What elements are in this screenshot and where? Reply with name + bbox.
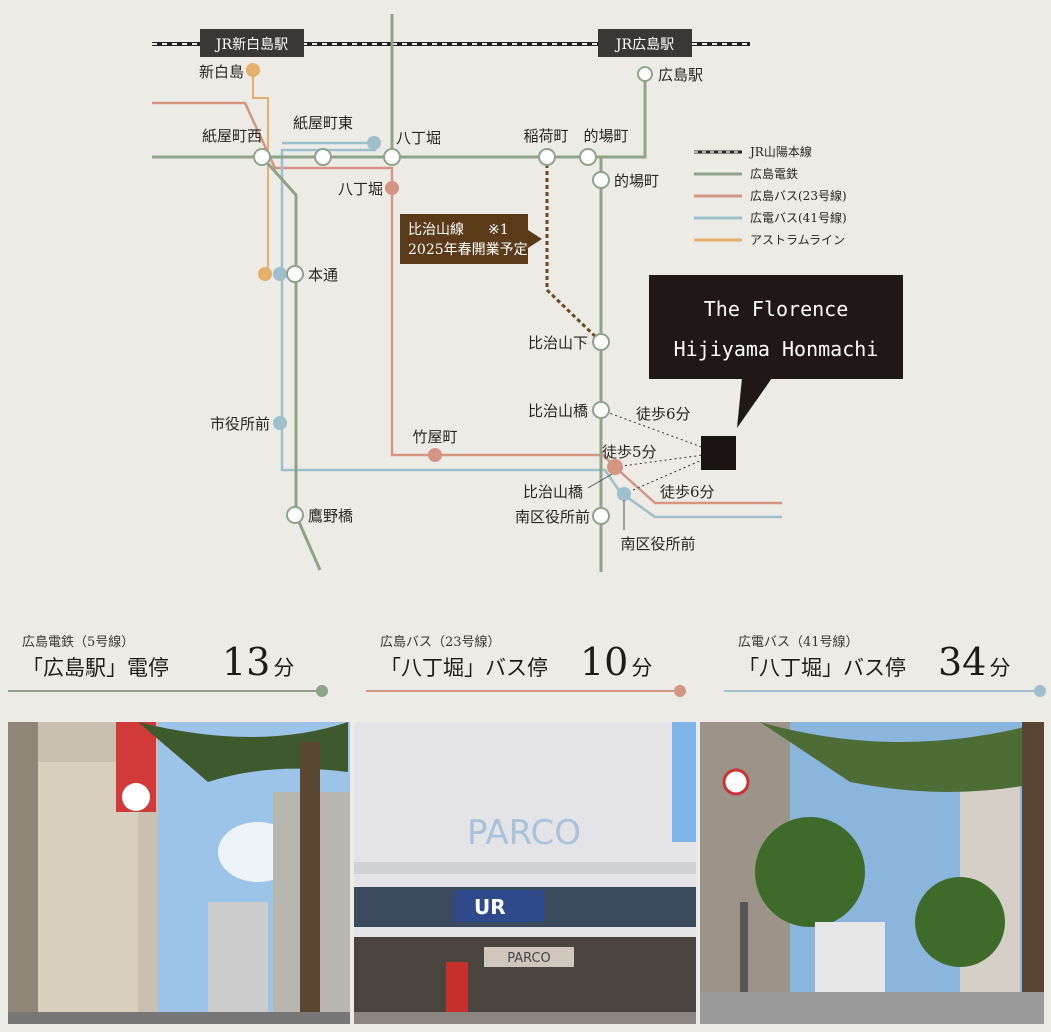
legend: JR山陽本線 広島電鉄 広島バス(23号線) 広電バス(41号線) アストラムラ…	[694, 144, 847, 247]
stat-tram-line: 広島電鉄（5号線）	[22, 635, 135, 650]
label-matobacho-2: 的場町	[614, 172, 659, 190]
stat-bus23-line: 広島バス（23号線）	[380, 635, 501, 650]
legend-jr: JR山陽本線	[748, 144, 812, 159]
label-hondori: 本通	[308, 266, 338, 284]
photo-parco-sign: PARCO	[467, 813, 581, 853]
route-map: JR新白島駅 JR広島駅 新白島 広島駅 紙屋町西 紙屋町東 八丁堀 稲	[152, 14, 903, 572]
svg-text:※1: ※1	[488, 222, 509, 238]
station-markers	[246, 63, 653, 525]
photo-parco: UR PARCO PARCO	[354, 722, 696, 1024]
label-kamiyacho-nishi: 紙屋町西	[202, 127, 262, 145]
station-labels: 新白島 広島駅 紙屋町西 紙屋町東 八丁堀 稲荷町 的場町 的場町 八丁堀 本通…	[199, 63, 703, 553]
property-marker	[701, 436, 736, 470]
hijiyama-line-tag: 比治山線 ※1 2025年春開業予定	[400, 214, 542, 264]
photo-street-1	[8, 722, 350, 1024]
leader-line-2	[587, 473, 613, 489]
legend-tram: 広島電鉄	[750, 166, 798, 181]
label-inaricho: 稲荷町	[523, 127, 568, 145]
label-minamiku-bus: 南区役所前	[620, 535, 695, 553]
legend-bus41: 広電バス(41号線)	[750, 210, 847, 225]
label-hiroshima-eki: 広島駅	[658, 66, 703, 84]
property-name-line1: The Florence	[704, 297, 849, 321]
label-hijiyamabashi-bus: 比治山橋	[523, 483, 583, 501]
svg-text:JR新白島駅: JR新白島駅	[214, 37, 288, 53]
label-shiyakushomae: 市役所前	[210, 415, 270, 433]
walk-time-labels: 徒歩6分 徒歩5分 徒歩6分	[602, 405, 715, 501]
stat-bus23-stop: 「八丁堀」バス停	[380, 656, 548, 680]
bus23-route	[152, 101, 782, 505]
legend-astram: アストラムライン	[750, 233, 845, 247]
property-name-line2: Hijiyama Honmachi	[674, 337, 879, 361]
label-takeyacho: 竹屋町	[412, 428, 457, 446]
walk-time-3: 徒歩6分	[660, 483, 715, 501]
photo-store-sign: UR	[474, 895, 506, 919]
label-takanobashi: 鷹野橋	[308, 507, 353, 525]
svg-text:比治山線: 比治山線	[408, 222, 464, 238]
stat-tram-dot	[316, 685, 328, 697]
stat-bus41-bar	[724, 690, 1038, 692]
stat-bus41-dot	[1034, 685, 1046, 697]
walk-time-2: 徒歩5分	[602, 443, 657, 461]
label-hijiyamabashi-tram: 比治山橋	[528, 402, 588, 420]
property-callout: The Florence Hijiyama Honmachi	[649, 275, 903, 470]
legend-bus23: 広島バス(23号線)	[750, 188, 847, 203]
stat-bus41-stop: 「八丁堀」バス停	[738, 656, 906, 680]
svg-text:2025年春開業予定: 2025年春開業予定	[408, 242, 528, 258]
walk-time-1: 徒歩6分	[636, 405, 691, 423]
stat-bus23-bar	[366, 690, 678, 692]
label-kamiyacho-higashi: 紙屋町東	[293, 114, 353, 132]
stat-bus41-line: 広電バス（41号線）	[738, 635, 859, 650]
astram-line	[252, 70, 269, 272]
photo-parco-entrance: PARCO	[507, 951, 551, 966]
photo-street-2	[700, 722, 1044, 1024]
stat-bus23-dot	[674, 685, 686, 697]
label-hatchobori-bus: 八丁堀	[338, 180, 383, 198]
label-hatchobori-tram: 八丁堀	[396, 129, 441, 147]
stat-tram-bar	[8, 690, 320, 692]
label-minamiku-tram: 南区役所前	[515, 508, 590, 526]
jr-shinhakushima-tag: JR新白島駅	[200, 29, 304, 57]
svg-text:JR広島駅: JR広島駅	[614, 37, 674, 53]
label-matobacho: 的場町	[583, 127, 628, 145]
hijiyama-line	[545, 157, 603, 344]
label-hijiyamashita: 比治山下	[528, 334, 588, 352]
jr-hiroshima-tag: JR広島駅	[598, 29, 692, 57]
label-shinhakushima: 新白島	[199, 63, 244, 81]
stat-tram-stop: 「広島駅」電停	[22, 656, 169, 680]
